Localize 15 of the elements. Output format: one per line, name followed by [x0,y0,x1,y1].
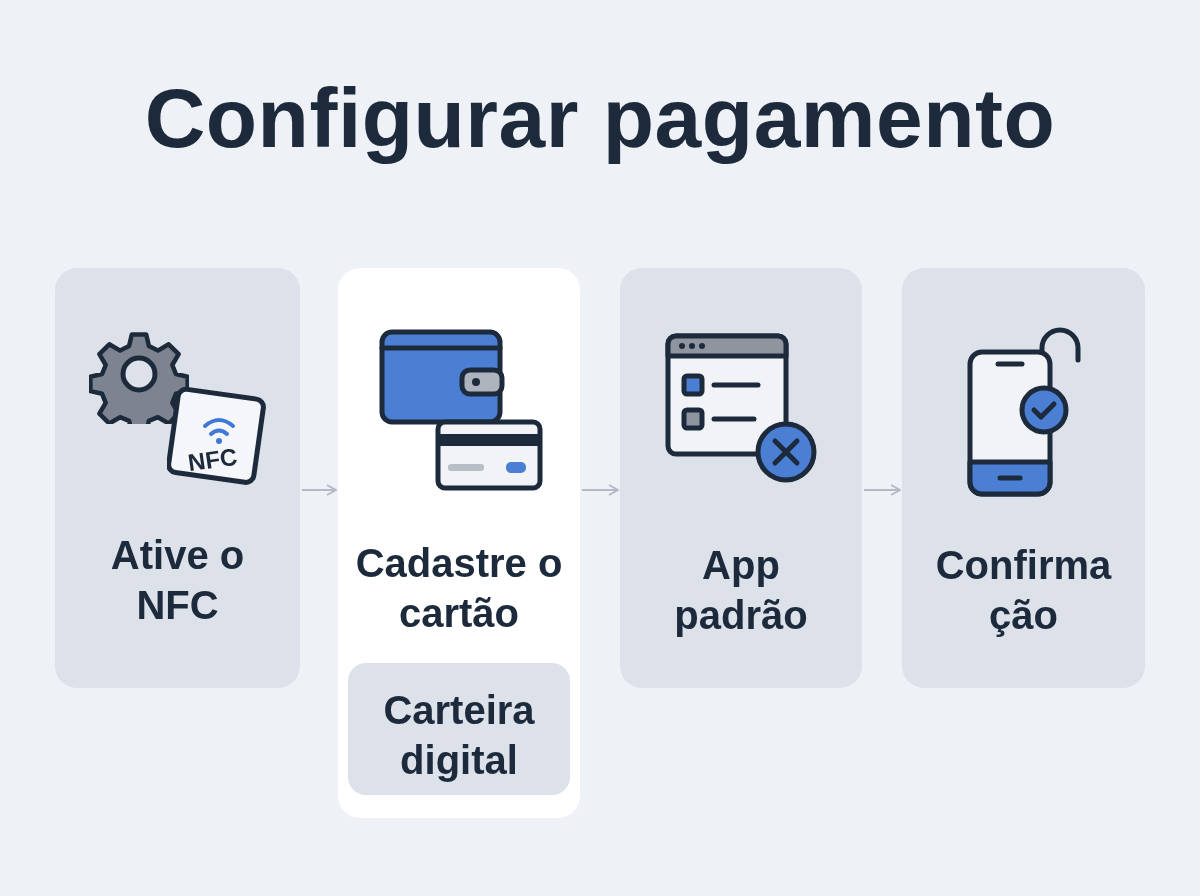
arrow [581,484,619,496]
step-card [338,268,580,818]
tag-label: NFC [186,442,240,478]
step-card [55,268,300,688]
sub-step-box [348,663,570,795]
step-title: Ative o NFC [109,532,246,629]
step-title: App padrão [673,542,809,639]
step-card [620,268,862,688]
step-card [902,268,1145,688]
arrow [863,484,901,496]
step-title: Cadastre o cartão [354,540,564,637]
sub-step-title: Carteira digital [382,687,536,784]
step-title: Confirma ção [934,542,1113,639]
arrow [301,484,337,496]
title: Configurar pagamento [143,70,1057,167]
